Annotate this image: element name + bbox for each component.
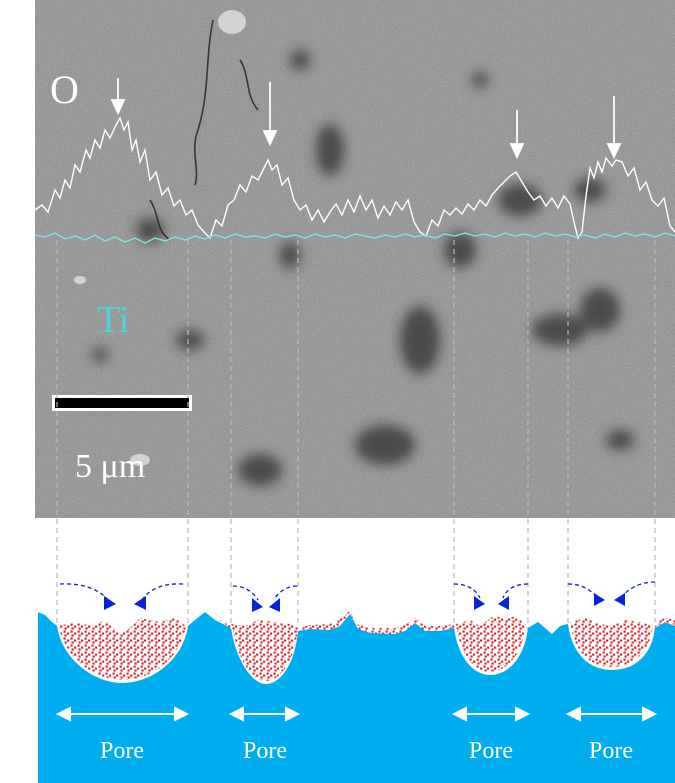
- bright-specks: [74, 10, 246, 466]
- pore-label: Pore: [589, 738, 633, 764]
- dark-pits: [92, 50, 634, 486]
- surface-deposit: [298, 610, 454, 634]
- double-headed-arrow-icon: [565, 706, 581, 722]
- curved-arrow-icon: [621, 581, 656, 597]
- curved-arrow-icon: [59, 583, 109, 601]
- pore-deposit: [456, 615, 526, 672]
- pore-width-arrows: [55, 706, 658, 722]
- pore-deposit: [59, 618, 186, 680]
- pore-label: Pore: [100, 738, 144, 764]
- double-headed-arrow-icon: [55, 706, 71, 722]
- surface-deposit: [655, 618, 675, 627]
- double-headed-arrow-icon: [228, 706, 244, 722]
- surface-cracks: [149, 19, 259, 241]
- sem-micrograph: [35, 0, 675, 518]
- ti-line-profile: [34, 232, 675, 244]
- curved-arrow-icon: [567, 583, 597, 597]
- curved-arrow-icon: [141, 583, 184, 601]
- peak-markers: [110, 78, 622, 160]
- double-headed-arrow-icon: [451, 706, 467, 722]
- element-label-o: O: [50, 67, 79, 112]
- down-arrow-icon: [110, 99, 126, 116]
- pore-deposit: [570, 618, 653, 667]
- flow-arrows: [59, 581, 656, 601]
- scale-bar: [52, 395, 192, 411]
- scale-bar-label: 5 μm: [75, 448, 145, 485]
- curved-arrow-icon: [273, 585, 298, 601]
- substrate: [38, 612, 675, 783]
- schematic-diagram: Pore Pore Pore Pore: [38, 581, 675, 783]
- down-arrow-icon: [262, 130, 278, 147]
- curved-arrow-icon: [453, 583, 481, 599]
- pore-deposit: [212, 617, 298, 681]
- curved-arrow-icon: [502, 583, 529, 599]
- down-arrow-icon: [606, 143, 622, 160]
- element-label-ti: Ti: [97, 299, 129, 341]
- o-line-profile: [34, 116, 675, 240]
- flow-arrowheads: [104, 593, 625, 612]
- down-arrow-icon: [509, 143, 525, 160]
- pore-label: Pore: [469, 738, 513, 764]
- curved-arrow-icon: [232, 585, 259, 601]
- pore-label: Pore: [243, 738, 287, 764]
